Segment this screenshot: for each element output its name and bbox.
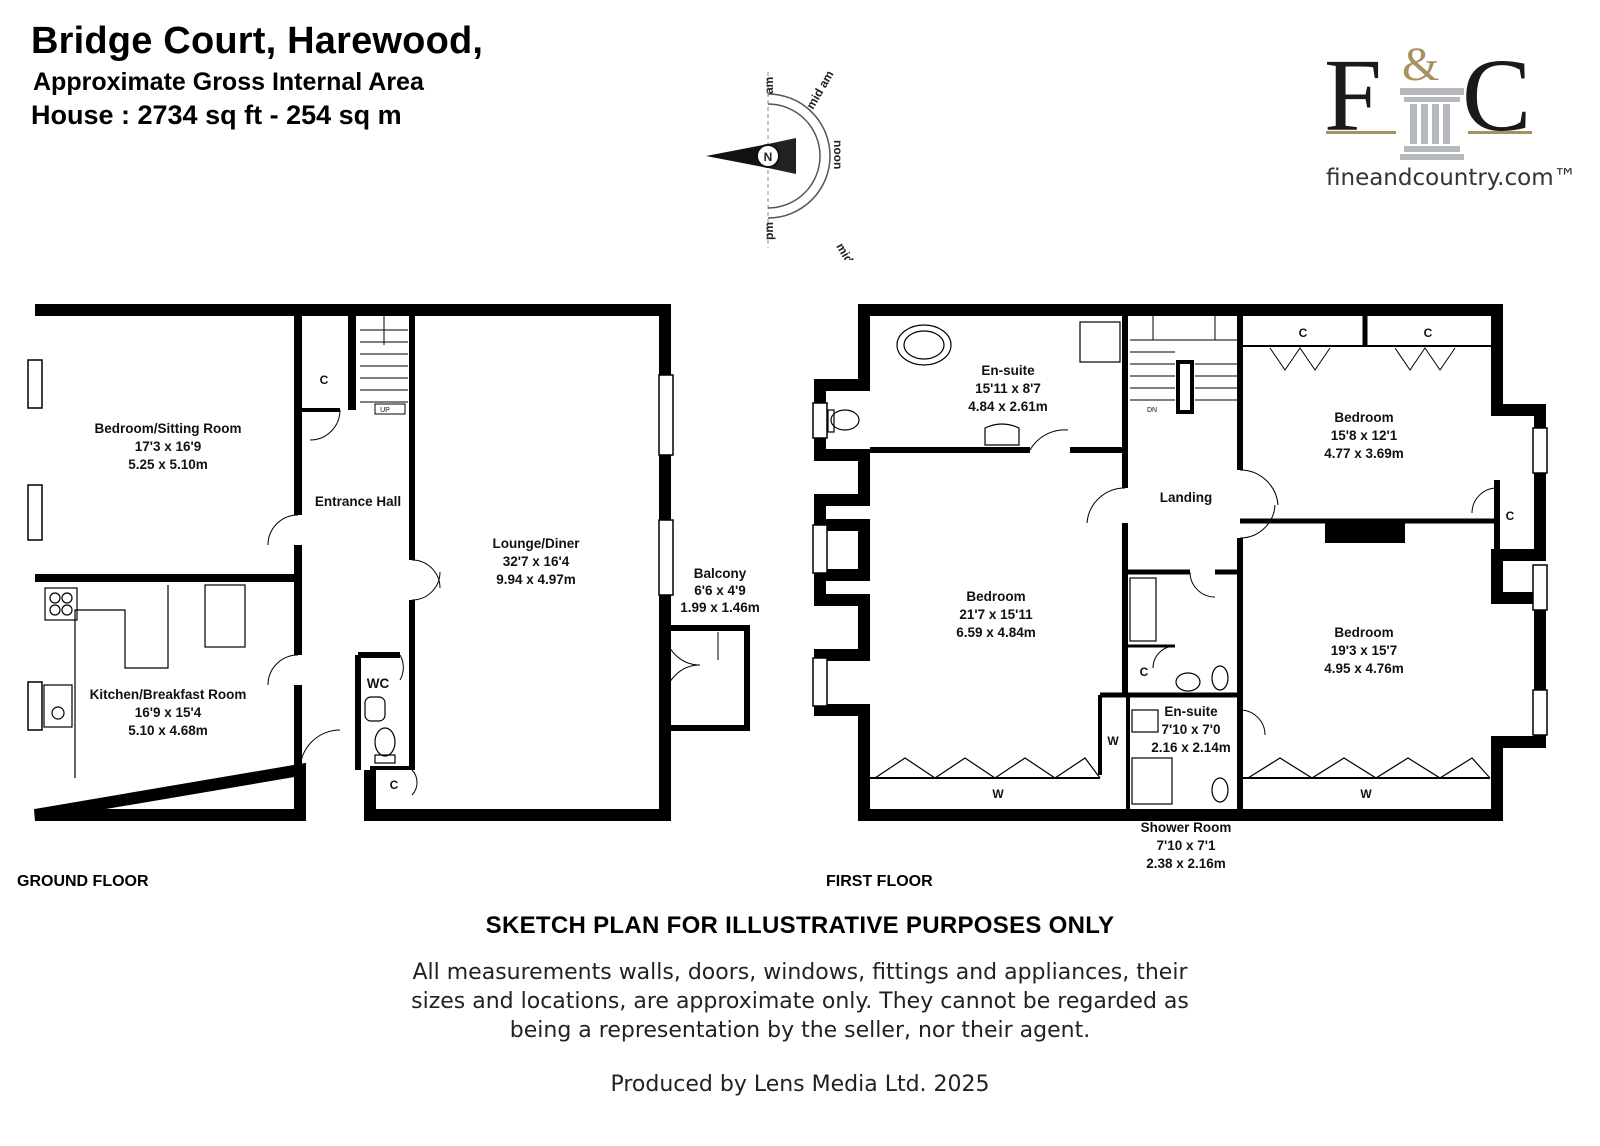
logo-ampersand: & bbox=[1402, 40, 1439, 91]
cupboard-marker: C bbox=[1506, 509, 1515, 523]
room-landing: Landing bbox=[1160, 490, 1213, 505]
svg-text:21'7 x 15'11: 21'7 x 15'11 bbox=[959, 607, 1033, 622]
svg-text:15'11 x 8'7: 15'11 x 8'7 bbox=[975, 381, 1041, 396]
first-floor-plan bbox=[812, 304, 1548, 821]
svg-text:15'8 x 12'1: 15'8 x 12'1 bbox=[1331, 428, 1398, 443]
disclaimer-line-3: being a representation by the seller, no… bbox=[509, 1018, 1091, 1043]
wardrobe-marker: W bbox=[1107, 734, 1119, 748]
svg-text:19'3 x 15'7: 19'3 x 15'7 bbox=[1331, 643, 1397, 658]
stairs-down-marker: DN bbox=[1147, 407, 1157, 414]
svg-text:32'7 x 16'4: 32'7 x 16'4 bbox=[503, 554, 570, 569]
svg-text:2.38 x 2.16m: 2.38 x 2.16m bbox=[1146, 856, 1226, 871]
house-area: House : 2734 sq ft - 254 sq m bbox=[31, 100, 402, 130]
stairs-up-marker: UP bbox=[380, 407, 390, 414]
property-title: Bridge Court, Harewood, bbox=[31, 20, 484, 62]
sun-compass: N am mid am noon mid pm pm bbox=[706, 68, 860, 260]
first-floor-label: FIRST FLOOR bbox=[826, 873, 933, 890]
room-ensuite-small: En-suite bbox=[1164, 704, 1218, 719]
cupboard-marker: C bbox=[1299, 326, 1308, 340]
logo-c: C bbox=[1462, 40, 1531, 153]
cupboard-marker: C bbox=[1424, 326, 1433, 340]
room-bedroom-main: Bedroom bbox=[966, 589, 1025, 604]
disclaimer-heading: SKETCH PLAN FOR ILLUSTRATIVE PURPOSES ON… bbox=[485, 912, 1115, 939]
svg-text:4.95 x 4.76m: 4.95 x 4.76m bbox=[1324, 661, 1404, 676]
room-shower: Shower Room bbox=[1141, 820, 1232, 835]
compass-pm: pm bbox=[762, 222, 776, 240]
disclaimer-line-1: All measurements walls, doors, windows, … bbox=[412, 960, 1188, 985]
svg-text:17'3 x 16'9: 17'3 x 16'9 bbox=[135, 439, 201, 454]
room-ensuite-main: En-suite bbox=[981, 363, 1035, 378]
svg-text:6.59 x 4.84m: 6.59 x 4.84m bbox=[956, 625, 1036, 640]
north-arrow-icon: N bbox=[706, 138, 796, 174]
area-subtitle: Approximate Gross Internal Area bbox=[33, 68, 424, 96]
svg-text:2.16 x 2.14m: 2.16 x 2.14m bbox=[1151, 740, 1231, 755]
pillar-icon bbox=[1400, 88, 1464, 160]
producer-credit: Produced by Lens Media Ltd. 2025 bbox=[610, 1072, 990, 1097]
svg-text:9.94 x 4.97m: 9.94 x 4.97m bbox=[496, 572, 576, 587]
room-entrance-hall: Entrance Hall bbox=[315, 494, 401, 509]
ground-floor-labels: Bedroom/Sitting Room 17'3 x 16'9 5.25 x … bbox=[17, 373, 760, 890]
wardrobe-marker: W bbox=[1360, 787, 1372, 801]
logo-url[interactable]: fineandcountry.com™ bbox=[1326, 165, 1577, 191]
cupboard-marker: C bbox=[320, 373, 329, 387]
room-bedroom-3: Bedroom bbox=[1334, 625, 1393, 640]
svg-text:4.84 x 2.61m: 4.84 x 2.61m bbox=[968, 399, 1048, 414]
wardrobe-marker: W bbox=[992, 787, 1004, 801]
svg-text:4.77 x 3.69m: 4.77 x 3.69m bbox=[1324, 446, 1404, 461]
svg-text:7'10 x 7'1: 7'10 x 7'1 bbox=[1157, 838, 1216, 853]
svg-text:5.10 x 4.68m: 5.10 x 4.68m bbox=[128, 723, 208, 738]
logo-f: F bbox=[1324, 40, 1382, 153]
room-kitchen: Kitchen/Breakfast Room bbox=[90, 687, 247, 702]
svg-text:6'6 x 4'9: 6'6 x 4'9 bbox=[694, 583, 745, 598]
first-floor-labels: En-suite 15'11 x 8'7 4.84 x 2.61m Bedroo… bbox=[826, 326, 1515, 890]
svg-text:7'10 x 7'0: 7'10 x 7'0 bbox=[1162, 722, 1221, 737]
cupboard-marker: C bbox=[390, 778, 399, 792]
cupboard-marker: C bbox=[1140, 665, 1149, 679]
fine-and-country-logo: F C & bbox=[1324, 40, 1532, 160]
logo-rule-left bbox=[1326, 131, 1396, 134]
compass-noon: noon bbox=[831, 140, 845, 169]
svg-text:16'9 x 15'4: 16'9 x 15'4 bbox=[135, 705, 202, 720]
room-bedroom-2: Bedroom bbox=[1334, 410, 1393, 425]
disclaimer-line-2: sizes and locations, are approximate onl… bbox=[411, 989, 1189, 1014]
north-label: N bbox=[764, 150, 773, 164]
room-wc: WC bbox=[367, 676, 390, 691]
svg-text:1.99 x 1.46m: 1.99 x 1.46m bbox=[680, 600, 760, 615]
compass-am: am bbox=[762, 77, 776, 94]
room-bedroom-sitting: Bedroom/Sitting Room bbox=[95, 421, 242, 436]
room-balcony: Balcony bbox=[694, 566, 747, 581]
svg-text:5.25 x 5.10m: 5.25 x 5.10m bbox=[128, 457, 208, 472]
room-lounge-diner: Lounge/Diner bbox=[493, 536, 581, 551]
ground-floor-label: GROUND FLOOR bbox=[17, 873, 149, 890]
logo-rule-right bbox=[1468, 131, 1532, 134]
ground-floor-plan bbox=[27, 304, 750, 821]
